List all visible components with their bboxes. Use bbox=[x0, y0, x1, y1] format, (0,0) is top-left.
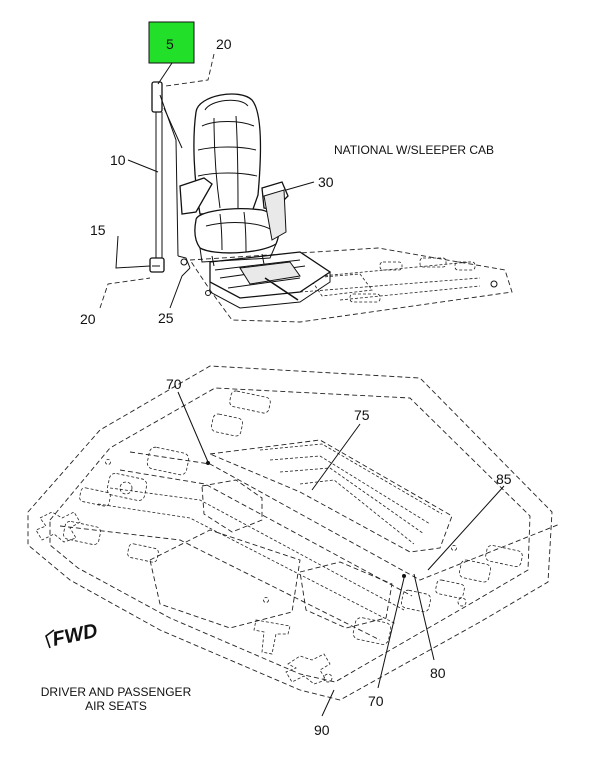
bottom-leader-lines bbox=[177, 391, 505, 717]
seat-belt-assembly bbox=[149, 81, 191, 273]
fwd-label: FWD bbox=[50, 620, 99, 651]
fwd-arrow-icon bbox=[45, 629, 55, 649]
callout-25: 25 bbox=[158, 310, 174, 326]
floor-crossmembers bbox=[59, 451, 561, 641]
top-leader-lines bbox=[99, 53, 315, 309]
callout-20-bottom: 20 bbox=[80, 311, 96, 327]
callout-90: 90 bbox=[314, 722, 330, 738]
driver-seat bbox=[179, 93, 289, 267]
callout-75: 75 bbox=[354, 407, 370, 423]
floor-cutouts bbox=[35, 390, 523, 685]
fastener-point bbox=[206, 461, 210, 465]
callout-10: 10 bbox=[110, 152, 126, 168]
bottom-caption-line2: AIR SEATS bbox=[85, 699, 147, 713]
bottom-caption-line1: DRIVER AND PASSENGER bbox=[41, 685, 192, 699]
callout-30: 30 bbox=[318, 174, 334, 190]
callout-5: 5 bbox=[166, 36, 174, 52]
seat-riser-base bbox=[209, 251, 332, 309]
highlighted-part-box bbox=[148, 21, 195, 64]
callout-70-top: 70 bbox=[166, 376, 182, 392]
fastener-point bbox=[402, 574, 406, 578]
callout-80: 80 bbox=[430, 665, 446, 681]
callout-70-bottom: 70 bbox=[368, 693, 384, 709]
callout-15: 15 bbox=[90, 222, 106, 238]
callout-85: 85 bbox=[496, 471, 512, 487]
floor-raised-channel bbox=[208, 439, 453, 553]
top-view-caption: NATIONAL W/SLEEPER CAB bbox=[334, 143, 494, 157]
callout-20-top: 20 bbox=[216, 36, 232, 52]
floor-panel-outline bbox=[27, 365, 553, 701]
